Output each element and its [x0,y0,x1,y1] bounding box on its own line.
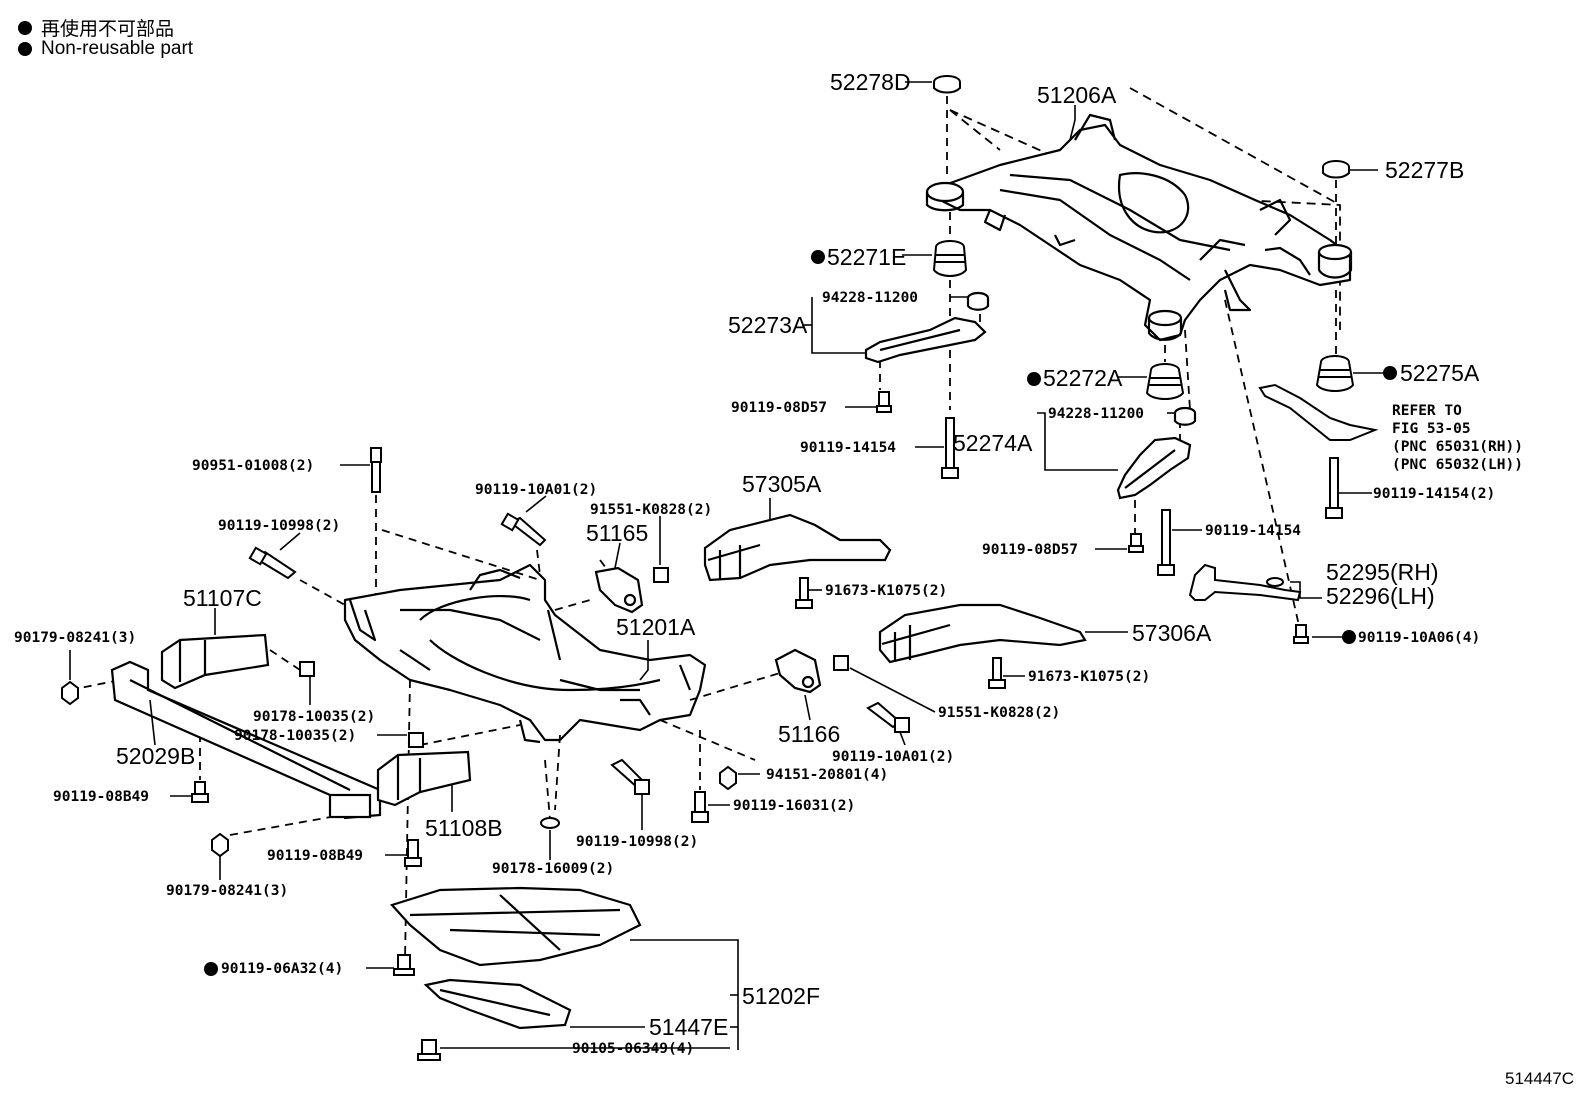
nonreusable-dot-icon [18,42,32,56]
label-90178-10035-lower: 90178-10035(2) [234,728,356,744]
label-51165: 51165 [586,520,648,546]
label-refer-line1: REFER TO [1392,403,1462,419]
label-51206A: 51206A [1037,82,1117,108]
under-covers [390,886,642,1030]
label-90119-14154-lower: 90119-14154 [1205,523,1301,539]
label-52295-rh: 52295(RH) [1326,559,1439,585]
label-51447E: 51447E [649,1014,728,1040]
label-52278D: 52278D [830,69,911,95]
label-52029B: 52029B [116,743,195,769]
rear-subframe-drawing [925,87,1353,342]
figure-code: 514447C [1504,1069,1574,1088]
label-52273A: 52273A [728,312,808,338]
nonreusable-markers [204,250,1397,976]
front-alignment-lines [69,495,791,961]
front-hardware [61,447,1006,1061]
rear-mount-cushions [932,240,1355,400]
label-90119-10A06: 90119-10A06(4) [1358,630,1480,646]
label-90105-06349: 90105-06349(4) [572,1041,694,1057]
label-refer-line2: FIG 53-05 [1392,421,1471,437]
label-90951-01008: 90951-01008(2) [192,458,314,474]
label-90119-14154-upper: 90119-14154 [800,440,896,456]
label-90119-08D57-lower: 90119-08D57 [982,542,1078,558]
legend-en-text: Non-reusable part [41,38,194,59]
label-52277B: 52277B [1385,157,1464,183]
label-90119-16031: 90119-16031(2) [733,798,855,814]
label-90178-10035-upper: 90178-10035(2) [253,709,375,725]
label-52296-lh: 52296(LH) [1326,583,1435,609]
rear-bolts [876,391,1343,644]
label-51108B: 51108B [425,815,503,841]
leader-lines [69,81,1384,1050]
label-91673-K1075-lower: 91673-K1075(2) [1028,669,1150,685]
rear-brackets [1188,383,1379,602]
label-refer-line4: (PNC 65032(LH)) [1392,457,1523,473]
label-94151-20801: 94151-20801(4) [766,767,888,783]
label-90119-10A01-upper: 90119-10A01(2) [475,482,597,498]
label-90119-08D57-upper: 90119-08D57 [731,400,827,416]
nonreusable-dot-icon [18,20,32,35]
label-90119-10998-lower: 90119-10998(2) [576,834,698,850]
label-51202F: 51202F [742,983,820,1009]
label-90119-06A32: 90119-06A32(4) [221,961,343,977]
label-57306A: 57306A [1132,620,1212,646]
legend-ja-text: 再使用不可部品 [41,19,175,40]
label-90119-14154-x2: 90119-14154(2) [1373,486,1495,502]
label-90178-16009: 90178-16009(2) [492,861,614,877]
label-52275A: 52275A [1400,360,1480,386]
front-members [110,566,822,820]
label-90119-10998-upper: 90119-10998(2) [218,518,340,534]
front-subframe-drawing [343,563,707,744]
legend-en: Non-reusable part [18,38,193,60]
label-51166: 51166 [778,721,840,747]
label-90179-08241-upper: 90179-08241(3) [14,630,136,646]
label-52271E: 52271E [827,244,906,270]
label-refer-line3: (PNC 65031(RH)) [1392,439,1523,455]
label-91551-K0828-upper: 91551-K0828(2) [590,502,712,518]
label-52272A: 52272A [1043,365,1123,391]
label-57305A: 57305A [742,471,822,497]
legend-ja: 再使用不可部品 [18,14,174,41]
label-90179-08241-lower: 90179-08241(3) [166,883,288,899]
label-94228-11200-upper: 94228-11200 [822,290,918,306]
label-91551-K0828-lower: 91551-K0828(2) [938,705,1060,721]
label-90119-08B49-center: 90119-08B49 [267,848,363,864]
label-90119-08B49-left: 90119-08B49 [53,789,149,805]
braces [703,513,1087,664]
label-90119-10A01-lower: 90119-10A01(2) [832,749,954,765]
rear-mount-stoppers [933,75,1350,179]
rear-upper-arms [864,291,1197,500]
label-52274A: 52274A [953,430,1033,456]
label-91673-K1075-upper: 91673-K1075(2) [825,583,947,599]
label-94228-11200-lower: 94228-11200 [1048,406,1144,422]
label-51107C: 51107C [183,585,262,611]
part-labels: 52278D 51206A 52277B 52271E 94228-11200 … [14,69,1523,1057]
label-51201A: 51201A [616,614,696,640]
